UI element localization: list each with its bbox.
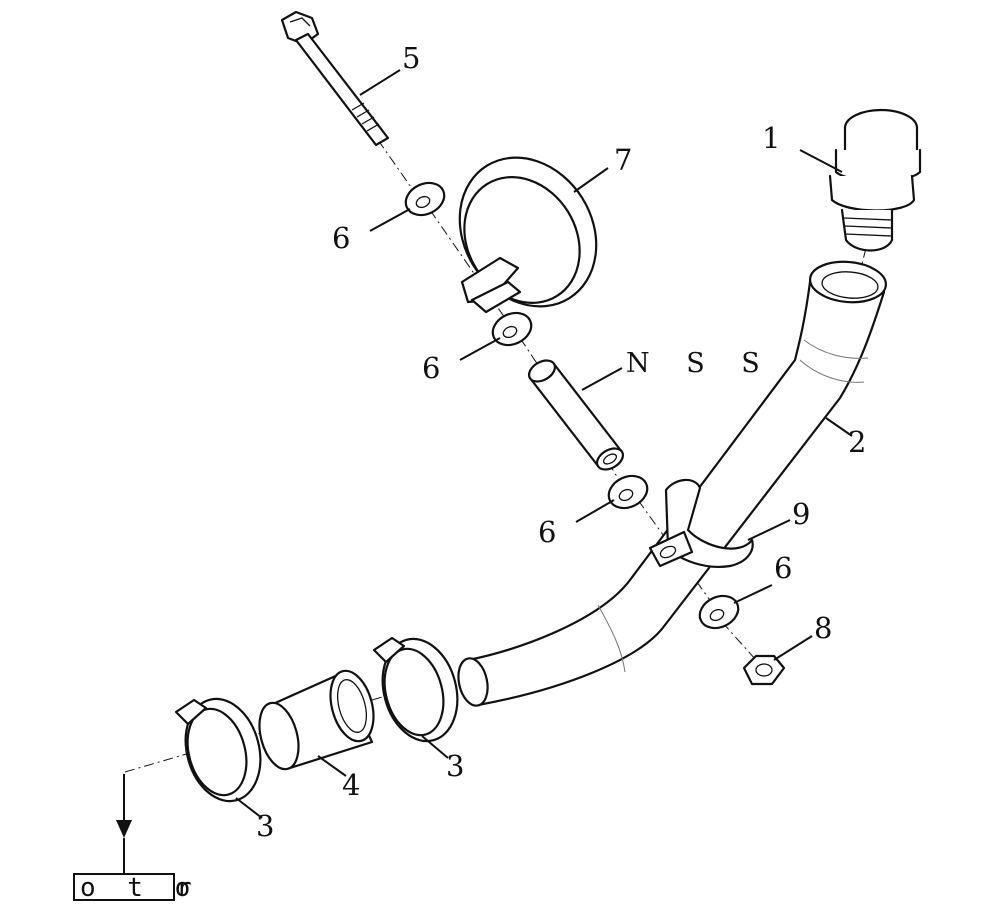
callout-9: 9	[792, 497, 810, 531]
hose-clamp-3-right	[372, 636, 459, 743]
callout-1: 1	[762, 121, 780, 155]
callout-6-top: 6	[332, 221, 350, 255]
callout-2: 2	[848, 425, 866, 459]
direction-arrow	[116, 774, 132, 874]
spacer-tube-nss	[527, 359, 625, 471]
filler-cap-part-1	[828, 108, 922, 252]
pipe-part-2	[457, 260, 887, 707]
callout-leader-lines	[235, 69, 853, 819]
motor-trailing-text: r	[176, 873, 200, 903]
motor-label-box: o t o r	[73, 873, 200, 903]
nut-part-8	[742, 654, 786, 686]
motor-boxed-text: o t o	[80, 873, 198, 903]
callout-nss: N S S	[626, 348, 774, 379]
pipe-clip-part-9	[648, 478, 754, 568]
callout-7: 7	[614, 143, 632, 177]
callout-3-right: 3	[446, 749, 464, 783]
callout-5: 5	[402, 41, 420, 75]
hose-sleeve-part-4	[258, 669, 375, 771]
washer-6-lower	[607, 474, 649, 510]
callout-4: 4	[342, 768, 360, 802]
washer-6-right	[698, 594, 740, 630]
washer-6-top	[404, 181, 446, 217]
washer-6-mid	[491, 311, 533, 347]
clamp-bracket-part-7	[458, 156, 598, 314]
callout-6-mid: 6	[422, 351, 440, 385]
callout-6-right: 6	[774, 551, 792, 585]
bolt-part-5	[280, 10, 390, 147]
callout-3-left: 3	[256, 809, 274, 843]
callout-6-lower: 6	[538, 515, 556, 549]
callout-8: 8	[814, 611, 832, 645]
hose-clamp-3-left	[174, 697, 262, 803]
